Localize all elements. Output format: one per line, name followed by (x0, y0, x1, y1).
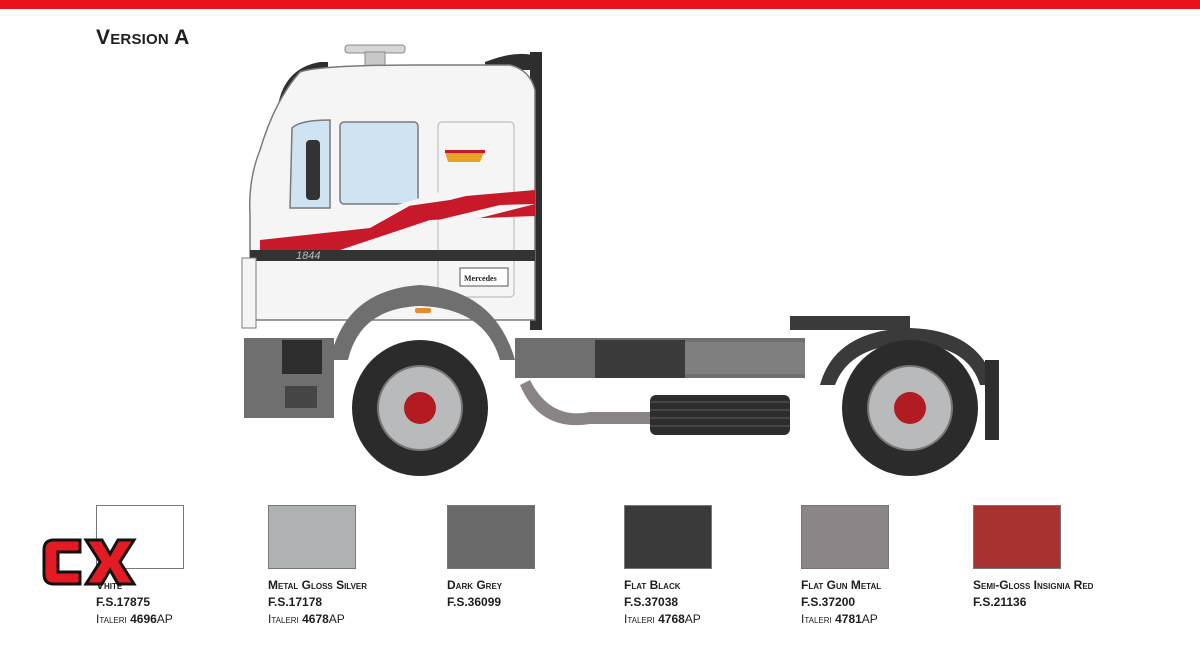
cx-logo (40, 532, 140, 592)
swatch-fs-code: F.S.37038 (624, 595, 679, 609)
page-title: Version A (96, 26, 190, 49)
swatch-name: Metal Gloss Silver (268, 578, 368, 592)
swatch-italeri-code: Italeri 4768AP (624, 612, 701, 626)
swatch-name: Semi-Gloss Insignia Red (973, 578, 1094, 592)
swatch-italeri-code: Italeri 4696AP (96, 612, 173, 626)
top-accent-bar (0, 0, 1200, 9)
door-badge-text: Mercedes (464, 274, 497, 283)
color-swatch (268, 505, 356, 569)
swatch-dark-grey: Dark Grey F.S.36099 (447, 505, 637, 609)
truck-illustration: 1844 Mercedes (230, 40, 1030, 485)
swatch-fs-code: F.S.37200 (801, 595, 856, 609)
swatch-name: Flat Gun Metal (801, 578, 882, 592)
swatch-fs-code: F.S.21136 (973, 595, 1027, 609)
swatch-name: Dark Grey (447, 578, 503, 592)
swatch-name: Flat Black (624, 578, 681, 592)
swatch-white: Vhite F.S.17875 Italeri 4696AP (96, 505, 286, 626)
swatch-italeri-code: Italeri 4678AP (268, 612, 345, 626)
swatch-metal-gloss-silver: Metal Gloss Silver F.S.17178 Italeri 467… (268, 505, 458, 626)
swatch-flat-black: Flat Black F.S.37038 Italeri 4768AP (624, 505, 814, 626)
swatch-semi-gloss-insignia-red: Semi-Gloss Insignia Red F.S.21136 (973, 505, 1163, 609)
cx-logo-icon (42, 538, 137, 586)
color-swatch (624, 505, 712, 569)
swatch-fs-code: F.S.17178 (268, 595, 323, 609)
color-swatch (973, 505, 1061, 569)
swatch-italeri-code: Italeri 4781AP (801, 612, 878, 626)
swatch-fs-code: F.S.17875 (96, 595, 151, 609)
color-swatch (447, 505, 535, 569)
swatch-flat-gun-metal: Flat Gun Metal F.S.37200 Italeri 4781AP (801, 505, 991, 626)
swatch-fs-code: F.S.36099 (447, 595, 502, 609)
color-swatch (801, 505, 889, 569)
cab-number-text: 1844 (296, 250, 320, 262)
